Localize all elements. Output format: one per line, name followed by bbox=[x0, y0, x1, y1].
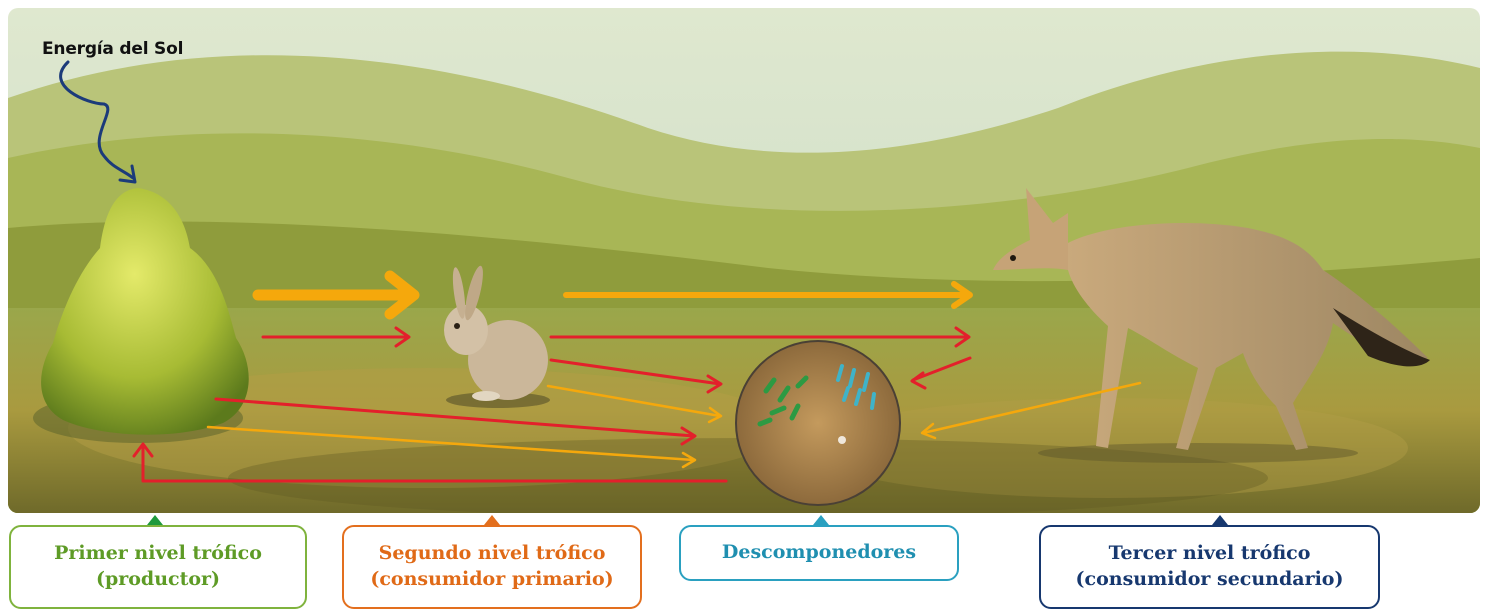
segundo-nivel-title: Segundo nivel trófico bbox=[378, 542, 606, 565]
primer-nivel-title: Primer nivel trófico bbox=[54, 542, 262, 565]
descomponedores-pointer bbox=[813, 515, 829, 525]
primer-nivel-label: Primer nivel trófico (productor) bbox=[9, 525, 307, 609]
food-chain-illustration: Energía del Sol bbox=[8, 8, 1480, 513]
descomponedores-title: Descomponedores bbox=[721, 541, 917, 564]
bush-illustration bbox=[33, 188, 249, 443]
segundo-nivel-subtitle: (consumidor primario) bbox=[370, 568, 614, 590]
consumidor-secundario-pointer bbox=[1212, 515, 1228, 525]
sun-energy-label: Energía del Sol bbox=[42, 39, 184, 59]
segundo-nivel-label: Segundo nivel trófico (consumidor primar… bbox=[342, 525, 642, 609]
tercer-nivel-title: Tercer nivel trófico bbox=[1108, 542, 1311, 565]
consumidor-primario-pointer bbox=[484, 515, 500, 525]
tercer-nivel-label: Tercer nivel trófico (consumidor secunda… bbox=[1039, 525, 1380, 609]
tercer-nivel-subtitle: (consumidor secundario) bbox=[1075, 568, 1344, 590]
energy-flow-arrows bbox=[206, 270, 1142, 469]
productor-pointer bbox=[147, 515, 163, 525]
fox-illustration bbox=[993, 188, 1430, 463]
microorganisms-circle bbox=[735, 340, 901, 506]
sun-energy-arrow bbox=[59, 60, 137, 184]
rabbit-illustration bbox=[444, 265, 550, 408]
matter-flow-arrows bbox=[132, 326, 972, 483]
landscape-scene bbox=[8, 8, 1480, 513]
descomponedores-label: Descomponedores bbox=[679, 525, 959, 581]
primer-nivel-subtitle: (productor) bbox=[95, 568, 221, 590]
